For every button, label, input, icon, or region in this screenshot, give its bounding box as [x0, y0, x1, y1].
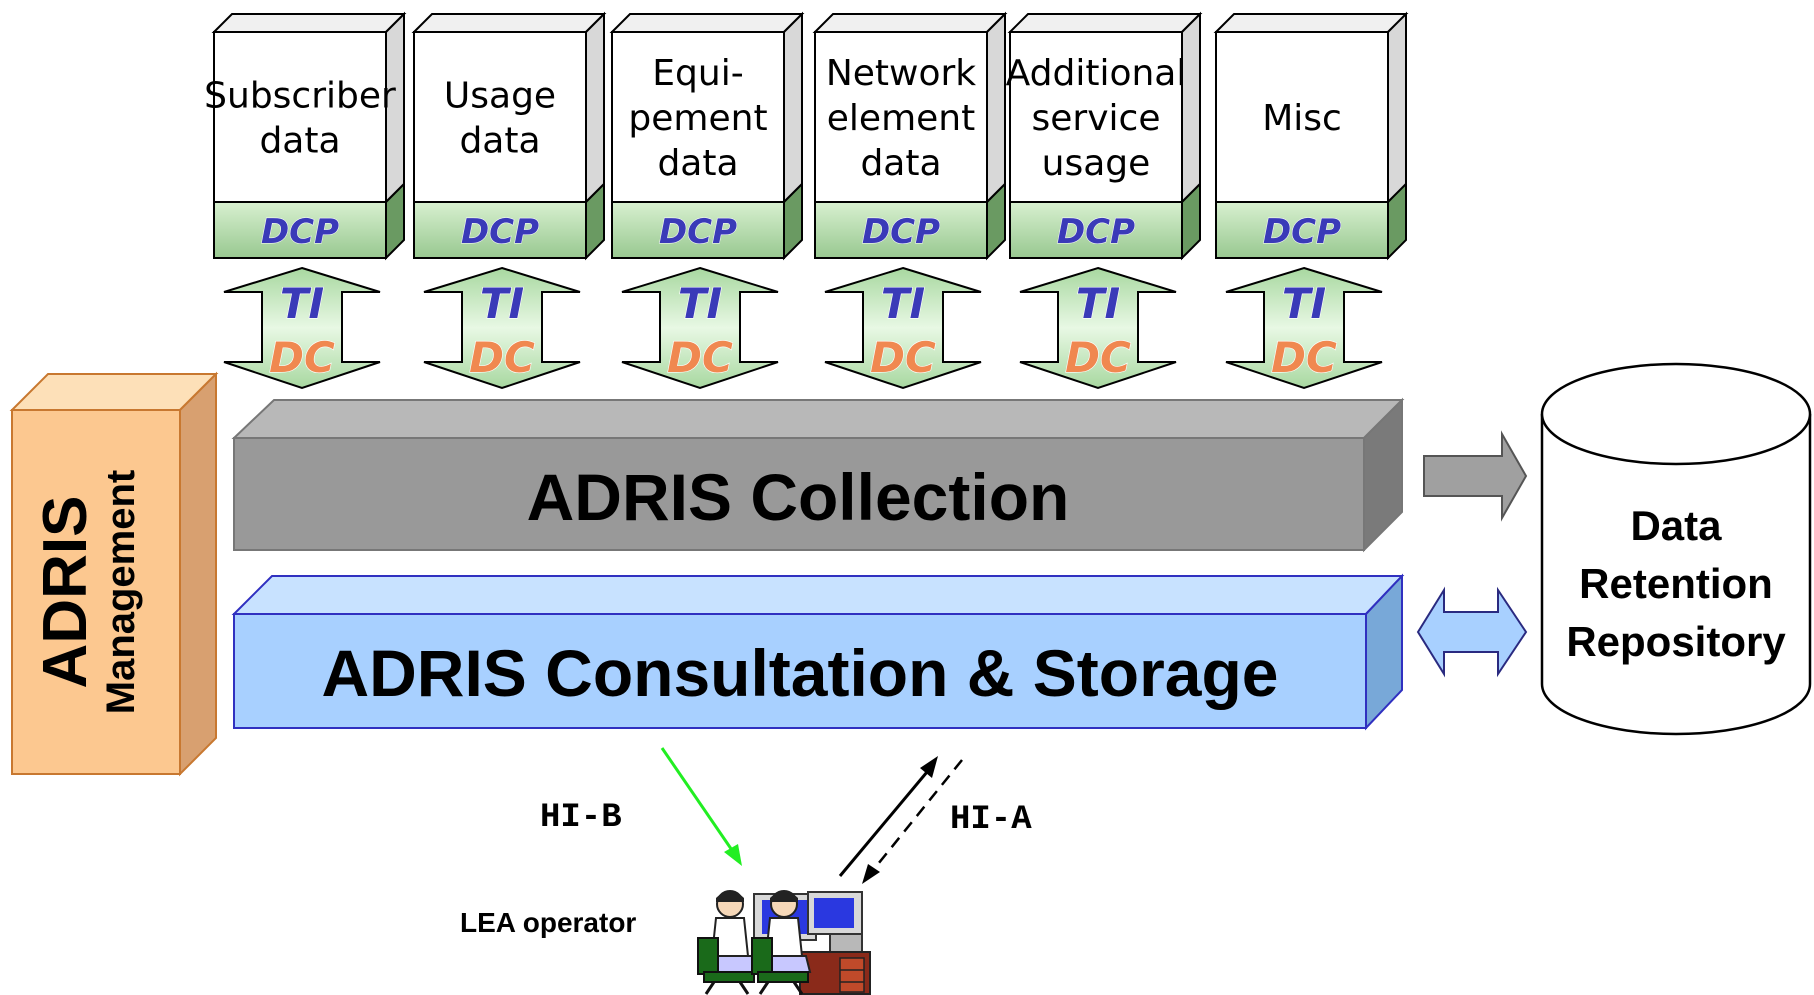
source-label-line: data — [657, 143, 738, 184]
hi-b-label: HI-B — [540, 799, 622, 837]
consultation-bar: ADRIS Consultation & Storage — [231, 573, 1405, 731]
source-label-line: element — [827, 98, 975, 139]
dcp-label: DCP — [1057, 212, 1135, 252]
hi-a-request-arrow — [838, 756, 938, 877]
interface-double-arrow: TI DC — [1225, 266, 1383, 390]
hi-a-response-arrow — [862, 759, 963, 884]
interface-double-arrow: TI DC — [621, 266, 779, 390]
interface-double-arrow: TI DC — [824, 266, 982, 390]
collection-label: ADRIS Collection — [527, 460, 1070, 534]
dc-label: DC — [269, 333, 335, 382]
source-label-line: data — [459, 121, 540, 162]
collection-to-repository-arrow — [1423, 430, 1528, 522]
interface-double-arrow: TI DC — [423, 266, 581, 390]
collection-bar: ADRIS Collection — [231, 397, 1405, 553]
interface-double-arrow: TI DC — [1019, 266, 1177, 390]
data-retention-repository: Data Retention Repository — [1540, 362, 1812, 736]
dc-label: DC — [1271, 333, 1337, 382]
dcp-label: DCP — [862, 212, 940, 252]
interface-arrows: TI DC TI DC TI DC TI DC TI DC TI DC — [223, 266, 1383, 390]
dc-label: DC — [469, 333, 535, 382]
source-label-line: data — [259, 121, 340, 162]
ti-label: TI — [480, 279, 524, 328]
source-label-line: Usage — [444, 76, 556, 117]
ti-label: TI — [280, 279, 324, 328]
ti-label: TI — [1282, 279, 1326, 328]
consultation-repository-bidirectional-arrow — [1416, 586, 1528, 678]
dcp-label: DCP — [659, 212, 737, 252]
lea-operator-icon — [697, 890, 871, 995]
dcp-label: DCP — [1263, 212, 1341, 252]
source-label-line: usage — [1042, 143, 1151, 184]
source-label-line: Additional — [1006, 53, 1187, 94]
management-box: ADRIS Management — [9, 371, 219, 777]
source-label-line: Equi- — [652, 53, 743, 94]
dc-label: DC — [870, 333, 936, 382]
dcp-label: DCP — [461, 212, 539, 252]
hi-b-arrow — [660, 747, 742, 866]
ti-label: TI — [1076, 279, 1120, 328]
data-sources: SubscriberdataDCPUsagedataDCPEqui-pement… — [204, 11, 1409, 261]
ti-label: TI — [678, 279, 722, 328]
hi-a-label: HI-A — [950, 801, 1032, 839]
dc-label: DC — [667, 333, 733, 382]
dc-label: DC — [1065, 333, 1131, 382]
dcp-label: DCP — [261, 212, 339, 252]
repository-line-2: Retention — [1579, 560, 1773, 607]
repository-line-3: Repository — [1566, 618, 1786, 665]
source-label-line: data — [860, 143, 941, 184]
source-label-line: Misc — [1262, 98, 1342, 139]
source-label-line: pement — [628, 98, 767, 139]
source-label-line: service — [1032, 98, 1161, 139]
management-title: ADRIS — [31, 496, 100, 689]
management-subtitle: Management — [99, 470, 143, 715]
source-label-line: Subscriber — [204, 76, 396, 117]
consultation-label: ADRIS Consultation & Storage — [321, 636, 1278, 710]
source-label-line: Network — [826, 53, 976, 94]
lea-operator-label: LEA operator — [460, 907, 636, 938]
ti-label: TI — [881, 279, 925, 328]
repository-line-1: Data — [1630, 502, 1722, 549]
interface-double-arrow: TI DC — [223, 266, 381, 390]
